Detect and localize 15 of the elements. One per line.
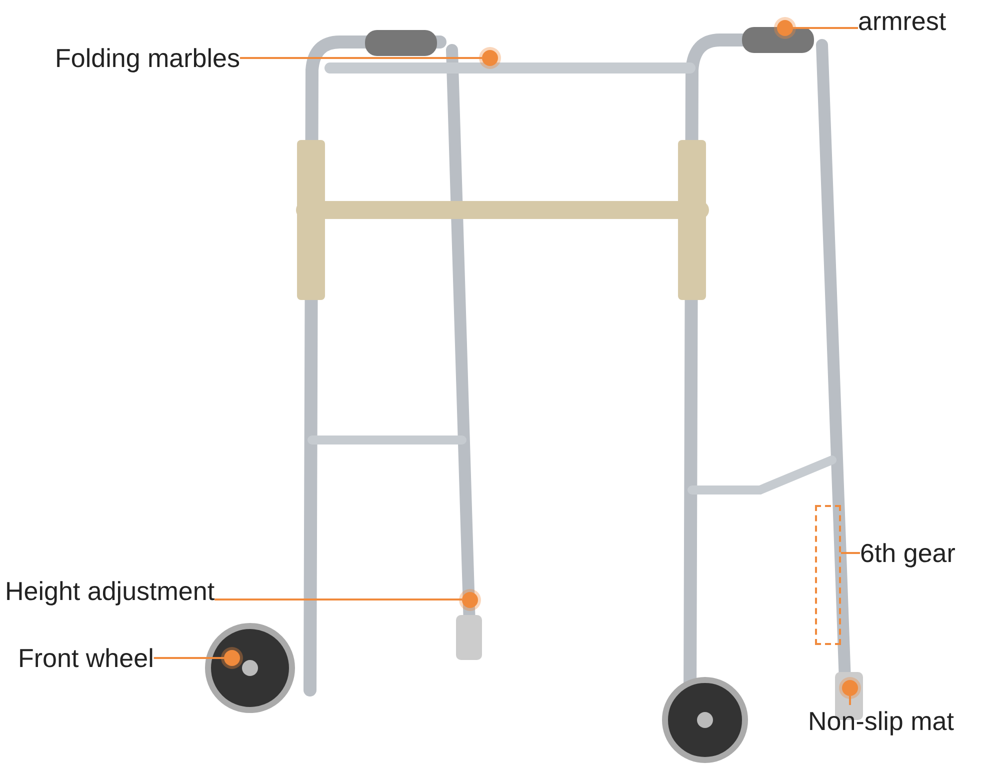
callout-label: Folding marbles [55, 42, 240, 74]
leader-line [841, 552, 860, 554]
callout-label: 6th gear [860, 537, 956, 569]
callout-label: Height adjustment [5, 575, 215, 607]
leader-line [793, 27, 858, 29]
leader-line [214, 598, 462, 600]
callout-label: Front wheel [18, 642, 154, 674]
callout-label: Non-slip mat [808, 705, 954, 737]
leader-line [849, 696, 851, 705]
marker-dot [462, 592, 478, 608]
callout-label: armrest [858, 5, 946, 37]
marker-dot [777, 20, 793, 36]
leader-line [240, 57, 482, 59]
marker-frame [815, 505, 841, 645]
marker-dot [482, 50, 498, 66]
